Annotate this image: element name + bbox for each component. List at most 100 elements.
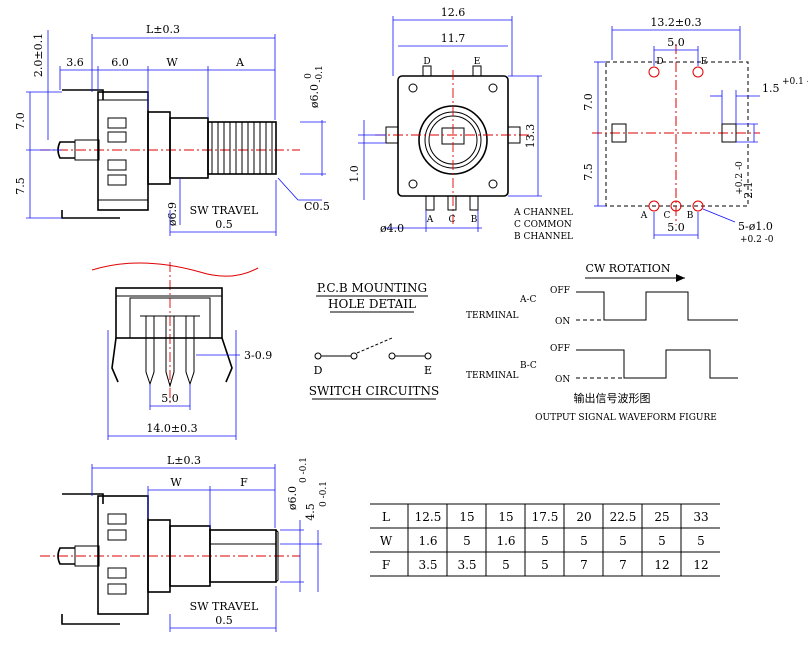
dim-slot-w-tol: +0.1 -0	[782, 77, 808, 87]
table-cell: 22.5	[610, 510, 637, 524]
table-cell: 3.5	[418, 558, 437, 572]
table-cell: 7	[619, 558, 627, 572]
table-cell: 3.5	[457, 558, 476, 572]
dim-5-0-bot-label: 5.0	[667, 221, 685, 234]
table-cell: 12	[693, 558, 708, 572]
pin-d-label: D	[423, 57, 430, 67]
table-cell: 5	[580, 534, 588, 548]
sw-travel-label: SW TRAVEL	[190, 204, 259, 217]
waveform-block: CW ROTATION TERMINAL A-C OFF ON TERMINAL…	[466, 262, 738, 423]
pcb-pin-b-label: B	[687, 211, 694, 221]
dim-13-2-label: 13.2±0.3	[650, 16, 701, 29]
pin-b-label: B	[471, 215, 478, 225]
dim-w-label: W	[166, 56, 178, 69]
pcb-detail-title-1: P.C.B MOUNTING	[317, 281, 427, 295]
bottom-f-label: F	[240, 476, 248, 489]
dim-4-0-label: ø4.0	[380, 222, 404, 235]
table-cell: 20	[576, 510, 591, 524]
bottom-view: 5.0 14.0±0.3 3-0.9	[91, 262, 272, 440]
bc-on-label: ON	[555, 375, 570, 385]
shaft-knurl	[211, 122, 273, 174]
waveform-caption-en: OUTPUT SIGNAL WAVEFORM FIGURE	[535, 413, 717, 423]
table-cell: 12	[654, 558, 669, 572]
holes-tol: +0.2 -0	[740, 235, 774, 245]
dim-slot-w-label: 1.5	[762, 82, 780, 95]
bottom-w-label: W	[170, 476, 182, 489]
pcb-detail-block: P.C.B MOUNTING HOLE DETAIL D E SWITCH CI…	[309, 281, 439, 400]
front-view: 12.6 11.7 13.3 1.0 ø4.0 D E A C B A CHAN…	[348, 6, 573, 242]
table-cell: 5	[697, 534, 705, 548]
table-cell: 5	[541, 558, 549, 572]
dim-11-7-label: 11.7	[441, 32, 466, 45]
bottom-pitch-label: 5.0	[161, 392, 179, 405]
dim-7-5-label: 7.5	[14, 177, 27, 195]
dim-12-6-label: 12.6	[441, 6, 466, 19]
bottom-width-label: 14.0±0.3	[146, 422, 197, 435]
dim-length-label: L±0.3	[146, 23, 180, 36]
holes-label: 5-ø1.0	[738, 220, 773, 233]
dim-slot-h-tol: +0.2 -0	[735, 161, 745, 195]
pcb-pin-e-label: E	[701, 57, 708, 67]
pcb-pin-a-label: A	[640, 211, 648, 221]
switch-d-label: D	[314, 364, 323, 377]
bottom-pin-dia-label: 3-0.9	[244, 349, 272, 362]
chamfer-label: C0.5	[304, 200, 330, 213]
terminal-ac-label: TERMINAL	[466, 311, 518, 321]
sw-travel-value: 0.5	[215, 218, 233, 231]
table-cell: 15	[459, 510, 474, 524]
table-cell: 5	[541, 534, 549, 548]
bottom-shaft-tol: 0 -0.1	[299, 457, 309, 483]
waveform-caption-cn: 输出信号波形图	[574, 391, 651, 405]
table-cell: 17.5	[532, 510, 559, 524]
switch-circuit-title: SWITCH CIRCUITNS	[309, 384, 439, 398]
table-cell: 1.6	[418, 534, 437, 548]
dim-pcb-7-5-label: 7.5	[582, 163, 595, 181]
side-view-top: L±0.3 3.6 6.0 W A 2.0±0.1 7.0 7.5 ø6.0 0…	[14, 23, 330, 236]
dim-height-2-label: 2.0±0.1	[32, 33, 45, 77]
table-cell: 5	[463, 534, 471, 548]
cw-rotation-label: CW ROTATION	[586, 262, 671, 275]
bottom-flat-tol: 0 -0.1	[319, 481, 329, 507]
table-cell: 7	[580, 558, 588, 572]
legend-a-channel: A CHANNEL	[513, 208, 573, 218]
bottom-shaft-dia-label: ø6.0	[286, 486, 299, 510]
pin-c-label: C	[449, 215, 456, 225]
table-row-label: F	[382, 558, 390, 572]
bottom-flat-label: 4.5	[304, 503, 317, 521]
table-cell: 5	[658, 534, 666, 548]
switch-e-label: E	[424, 364, 432, 377]
dim-13-3-label: 13.3	[524, 124, 537, 149]
dim-3-6-label: 3.6	[66, 56, 84, 69]
dim-5-0-top-label: 5.0	[667, 36, 685, 49]
dim-shaft-tol-bot: -0.1	[315, 65, 325, 82]
pin-a-label: A	[426, 215, 434, 225]
side-view-bottom: L±0.3 W F ø6.0 0 -0.1 4.5 0 -0.1 SW TRAV…	[40, 454, 329, 632]
legend-b-channel: B CHANNEL	[514, 232, 573, 242]
terminal-bc-label: TERMINAL	[466, 371, 518, 381]
pcb-layout-view: 13.2±0.3 5.0 5.0 7.0 7.5 1.5 +0.1 -0 2.1…	[582, 16, 808, 245]
pin-e-label: E	[474, 57, 481, 67]
dim-a-label: A	[235, 56, 245, 69]
ac-label: A-C	[519, 295, 537, 305]
bc-label: B-C	[520, 361, 537, 371]
dim-shaft-dia-label: ø6.0	[308, 84, 321, 108]
dim-6-9-label: ø6.9	[166, 202, 179, 226]
table-cell: 12.5	[415, 510, 442, 524]
bottom-sw-travel-label: SW TRAVEL	[190, 600, 259, 613]
bottom-length-label: L±0.3	[167, 454, 201, 467]
table-row-label: L	[382, 510, 390, 524]
table-cell: 5	[502, 558, 510, 572]
pcb-pin-c-label: C	[664, 211, 671, 221]
dim-slot-h-label: 2.1	[742, 181, 755, 199]
table-cell: 25	[654, 510, 669, 524]
table-cell: 1.6	[496, 534, 515, 548]
table-row-label: W	[380, 534, 393, 548]
pcb-pin-d-label: D	[656, 57, 663, 67]
dimension-table: L 12.5 15 15 17.5 20 22.5 25 33 W 1.6 5 …	[370, 503, 720, 577]
ac-off-label: OFF	[550, 286, 570, 296]
dim-7-0-label: 7.0	[14, 112, 27, 130]
dim-1-0-label: 1.0	[348, 165, 361, 183]
bc-off-label: OFF	[550, 344, 570, 354]
